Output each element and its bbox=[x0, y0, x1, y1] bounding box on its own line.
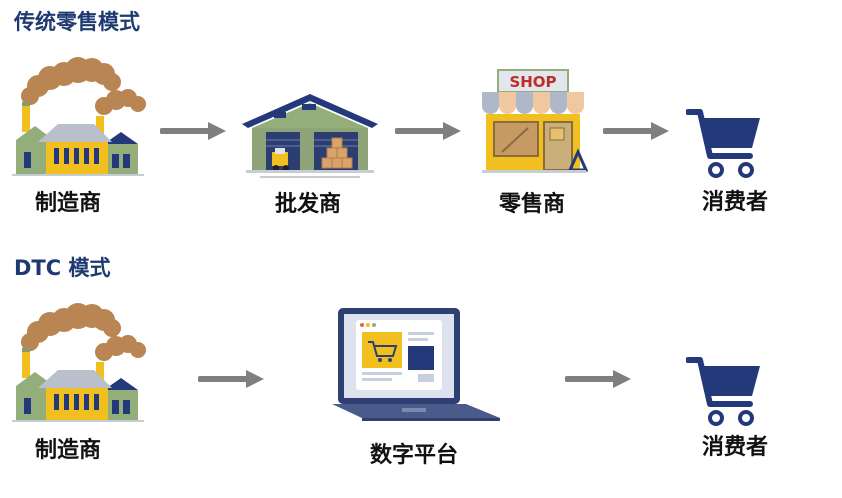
node-label-digital-platform: 数字平台 bbox=[369, 443, 459, 468]
laptop-icon bbox=[332, 306, 502, 421]
warehouse-icon bbox=[240, 90, 380, 180]
dtc-section-title: DTC 模式 bbox=[14, 256, 111, 280]
shop-icon bbox=[478, 68, 588, 178]
flow-arrow-icon bbox=[395, 121, 465, 141]
traditional-section-title: 传统零售模式 bbox=[14, 10, 140, 34]
factory-icon bbox=[8, 56, 148, 176]
flow-arrow-icon bbox=[565, 369, 635, 389]
flow-arrow-icon bbox=[160, 121, 230, 141]
node-label-consumer: 消费者 bbox=[701, 190, 769, 215]
shopping-cart-icon bbox=[686, 352, 766, 432]
shopping-cart-icon bbox=[686, 104, 766, 184]
node-label-wholesaler: 批发商 bbox=[274, 192, 342, 217]
flow-arrow-icon bbox=[603, 121, 673, 141]
flow-arrow-icon bbox=[198, 369, 268, 389]
node-label-manufacturer: 制造商 bbox=[34, 191, 102, 216]
node-label-consumer: 消费者 bbox=[701, 435, 769, 460]
node-label-retailer: 零售商 bbox=[498, 192, 566, 217]
node-label-manufacturer: 制造商 bbox=[34, 438, 102, 463]
factory-icon bbox=[8, 302, 148, 422]
